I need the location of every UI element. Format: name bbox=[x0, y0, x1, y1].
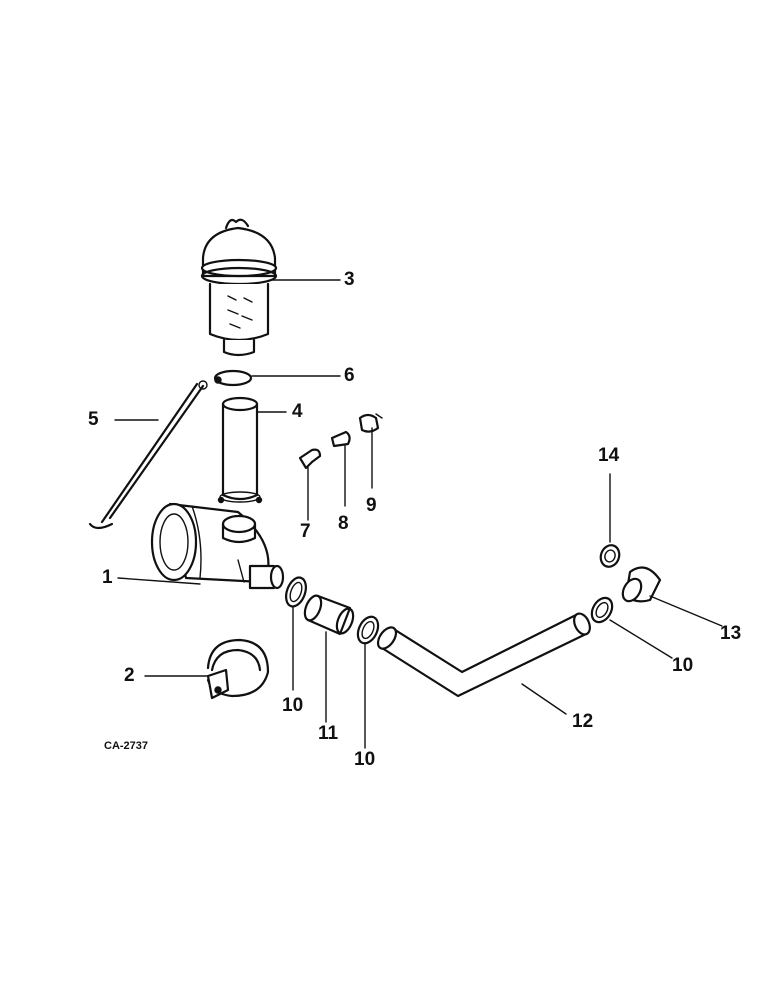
hose-clamp-10a bbox=[285, 576, 307, 608]
callout-11: 11 bbox=[318, 723, 339, 744]
callout-14: 14 bbox=[598, 445, 620, 466]
mounting-band-part bbox=[206, 638, 270, 700]
leader-lines bbox=[114, 279, 723, 749]
fittings-parts bbox=[298, 413, 383, 470]
support-rod-part bbox=[88, 380, 208, 530]
air-cleaner-body-part bbox=[150, 502, 285, 590]
precleaner-part bbox=[200, 218, 278, 357]
elbow-hose-part bbox=[376, 612, 591, 698]
callout-12: 12 bbox=[572, 711, 594, 732]
cap-part-13 bbox=[621, 566, 662, 603]
callout-4: 4 bbox=[292, 401, 303, 422]
callout-10-bottom: 10 bbox=[354, 749, 376, 770]
connector-sleeve-part bbox=[303, 594, 355, 636]
callout-10-right: 10 bbox=[672, 655, 694, 676]
callout-8: 8 bbox=[338, 513, 349, 534]
callout-9: 9 bbox=[366, 495, 377, 516]
callout-6: 6 bbox=[344, 365, 355, 386]
callout-10-left: 10 bbox=[282, 695, 304, 716]
callout-3: 3 bbox=[344, 269, 355, 290]
intake-tube-part bbox=[217, 396, 263, 504]
clamp-part-14 bbox=[599, 544, 621, 568]
figure-code: CA-2737 bbox=[104, 740, 149, 752]
callout-5: 5 bbox=[88, 409, 99, 430]
callout-2: 2 bbox=[124, 665, 135, 686]
callout-13: 13 bbox=[720, 623, 742, 644]
clamp-part-6 bbox=[213, 369, 253, 387]
hose-clamp-10c bbox=[590, 596, 614, 624]
hose-clamp-10b bbox=[356, 615, 380, 645]
callout-7: 7 bbox=[300, 521, 311, 542]
callout-1: 1 bbox=[102, 567, 113, 588]
